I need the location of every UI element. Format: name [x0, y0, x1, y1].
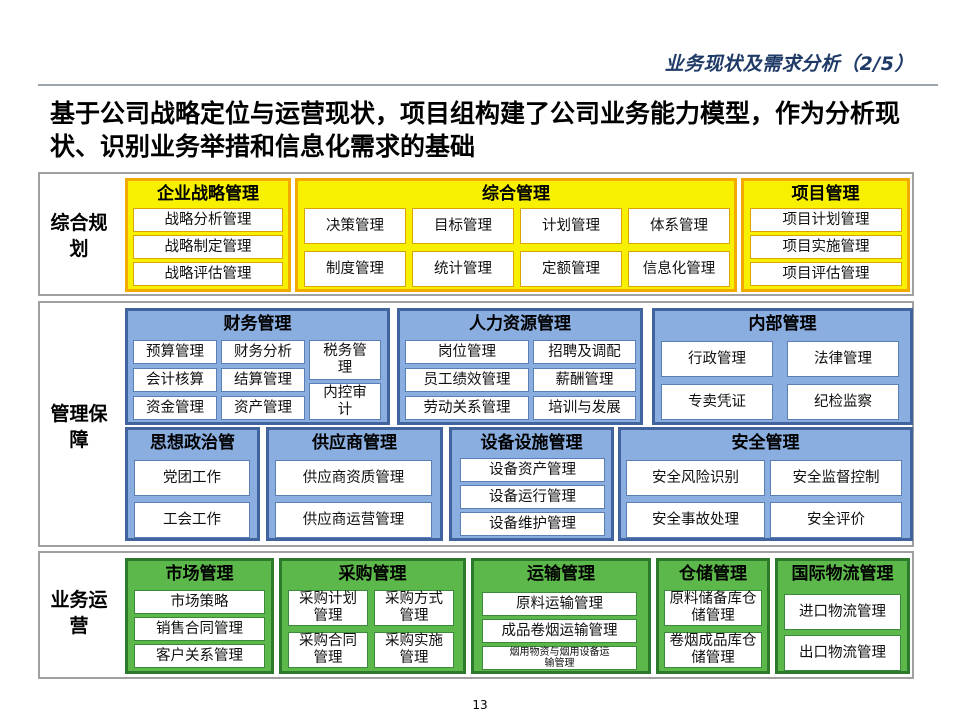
box-informatization: 信息化管理 [628, 251, 730, 287]
box-position: 岗位管理 [405, 340, 529, 364]
group-equipment: 设备设施管理 设备资产管理 设备运行管理 设备维护管理 [449, 427, 614, 541]
group-title-supplier: 供应商管理 [312, 433, 397, 453]
box-purchase-plan: 采购计划管理 [288, 590, 368, 626]
box-project-implementation: 项目实施管理 [750, 235, 902, 259]
box-equipment-maintenance: 设备维护管理 [460, 512, 605, 536]
box-equipment-assets: 设备资产管理 [460, 458, 605, 482]
group-market: 市场管理 市场策略 销售合同管理 客户关系管理 [125, 558, 274, 674]
page-title: 基于公司战略定位与运营现状，项目组构建了公司业务能力模型，作为分析现状、识别业务… [50, 99, 901, 161]
group-title-storage: 仓储管理 [679, 564, 747, 584]
section-support: 管理保障 财务管理 预算管理 财务分析 税务管理 会计核算 结算管理 内控审计 … [38, 301, 914, 547]
box-union-work: 工会工作 [134, 502, 250, 538]
box-project-plan: 项目计划管理 [750, 208, 902, 232]
box-import-logistics: 进口物流管理 [784, 594, 901, 630]
box-risk-identification: 安全风险识别 [626, 460, 765, 496]
box-material-transport: 烟用物资与烟用设备运输管理 [482, 646, 637, 670]
box-purchase-method: 采购方式管理 [374, 590, 454, 626]
box-statistics: 统计管理 [412, 251, 514, 287]
box-settlement: 结算管理 [221, 368, 305, 392]
box-market-strategy: 市场策略 [134, 590, 265, 614]
box-financial-analysis: 财务分析 [221, 340, 305, 364]
group-supplier: 供应商管理 供应商资质管理 供应商运营管理 [266, 427, 443, 541]
box-internal-audit: 内控审计 [309, 383, 381, 420]
box-recruitment: 招聘及调配 [533, 340, 636, 364]
group-title-hr: 人力资源管理 [469, 314, 571, 334]
page-number: 13 [472, 698, 488, 712]
group-title-finance: 财务管理 [223, 314, 292, 334]
box-strategy-analysis: 战略分析管理 [133, 208, 283, 232]
group-purchase: 采购管理 采购计划管理 采购方式管理 采购合同管理 采购实施管理 [279, 558, 466, 674]
box-regulation: 制度管理 [304, 251, 406, 287]
box-plan: 计划管理 [520, 208, 622, 244]
box-equipment-operation: 设备运行管理 [460, 485, 605, 509]
section-planning: 综合规划 企业战略管理 战略分析管理 战略制定管理 战略评估管理 综合管理 决策… [38, 172, 914, 296]
box-supervision-control: 安全监督控制 [770, 460, 902, 496]
box-strategy-formulation: 战略制定管理 [133, 235, 283, 259]
section-label-planning: 综合规划 [50, 212, 108, 260]
box-monopoly-voucher: 专卖凭证 [661, 384, 773, 420]
box-safety-evaluation: 安全评价 [770, 502, 902, 538]
group-internal: 内部管理 行政管理 法律管理 专卖凭证 纪检监察 [652, 308, 913, 425]
header-divider [38, 84, 938, 86]
box-export-logistics: 出口物流管理 [784, 635, 901, 671]
group-hr: 人力资源管理 岗位管理 招聘及调配 员工绩效管理 薪酬管理 劳动关系管理 培训与… [397, 308, 643, 425]
group-title-integrated: 综合管理 [482, 184, 550, 204]
box-quota: 定额管理 [520, 251, 622, 287]
box-legal: 法律管理 [787, 341, 899, 377]
box-raw-transport: 原料运输管理 [482, 592, 637, 616]
group-title-internal: 内部管理 [748, 314, 817, 334]
group-strategy: 企业战略管理 战略分析管理 战略制定管理 战略评估管理 [125, 178, 291, 292]
box-cigarette-transport: 成品卷烟运输管理 [482, 619, 637, 643]
box-performance: 员工绩效管理 [405, 368, 529, 392]
box-budget: 预算管理 [133, 340, 217, 364]
group-integrated: 综合管理 决策管理 目标管理 计划管理 体系管理 制度管理 统计管理 定额管理 … [295, 178, 737, 292]
box-funds: 资金管理 [133, 396, 217, 420]
group-title-market: 市场管理 [165, 564, 234, 584]
box-target: 目标管理 [412, 208, 514, 244]
group-title-project: 项目管理 [791, 184, 860, 204]
group-finance: 财务管理 预算管理 财务分析 税务管理 会计核算 结算管理 内控审计 资金管理 … [125, 308, 390, 425]
box-discipline: 纪检监察 [787, 384, 899, 420]
header-title: 业务现状及需求分析（2/5） [664, 53, 914, 75]
group-title-logistics: 国际物流管理 [791, 564, 894, 584]
box-accounting: 会计核算 [133, 368, 217, 392]
box-labor-relations: 劳动关系管理 [405, 396, 529, 420]
box-raw-storage: 原料储备库仓储管理 [664, 590, 762, 626]
group-safety: 安全管理 安全风险识别 安全监督控制 安全事故处理 安全评价 [618, 427, 913, 541]
group-logistics: 国际物流管理 进口物流管理 出口物流管理 [775, 558, 910, 674]
box-strategy-evaluation: 战略评估管理 [133, 262, 283, 286]
group-title-safety: 安全管理 [731, 433, 800, 453]
box-tax: 税务管理 [309, 340, 381, 380]
group-title-transport: 运输管理 [527, 564, 595, 584]
box-cigarette-storage: 卷烟成品库仓储管理 [664, 632, 762, 668]
box-administration: 行政管理 [661, 341, 773, 377]
group-transport: 运输管理 原料运输管理 成品卷烟运输管理 烟用物资与烟用设备运输管理 [471, 558, 651, 674]
group-ideology: 思想政治管 党团工作 工会工作 [125, 427, 260, 541]
group-title-purchase: 采购管理 [338, 564, 407, 584]
box-party-work: 党团工作 [134, 460, 250, 496]
section-label-support: 管理保障 [50, 403, 108, 451]
box-accident-handling: 安全事故处理 [626, 502, 765, 538]
group-title-strategy: 企业战略管理 [157, 184, 259, 204]
box-salary: 薪酬管理 [533, 368, 636, 392]
box-training: 培训与发展 [533, 396, 636, 420]
box-project-evaluation: 项目评估管理 [750, 262, 902, 286]
box-supplier-operation: 供应商运营管理 [275, 502, 432, 538]
box-assets: 资产管理 [221, 396, 305, 420]
box-purchase-contract: 采购合同管理 [288, 632, 368, 668]
box-supplier-qualification: 供应商资质管理 [275, 460, 432, 496]
group-storage: 仓储管理 原料储备库仓储管理 卷烟成品库仓储管理 [656, 558, 770, 674]
section-operations: 业务运营 市场管理 市场策略 销售合同管理 客户关系管理 采购管理 采购计划管理… [38, 551, 914, 679]
section-label-operations: 业务运营 [50, 589, 108, 637]
box-sales-contract: 销售合同管理 [134, 617, 265, 641]
box-purchase-implementation: 采购实施管理 [374, 632, 454, 668]
group-title-ideology: 思想政治管 [150, 433, 235, 453]
box-system: 体系管理 [628, 208, 730, 244]
box-decision: 决策管理 [304, 208, 406, 244]
group-title-equipment: 设备设施管理 [480, 433, 583, 453]
group-project: 项目管理 项目计划管理 项目实施管理 项目评估管理 [741, 178, 910, 292]
box-customer-relations: 客户关系管理 [134, 644, 265, 668]
